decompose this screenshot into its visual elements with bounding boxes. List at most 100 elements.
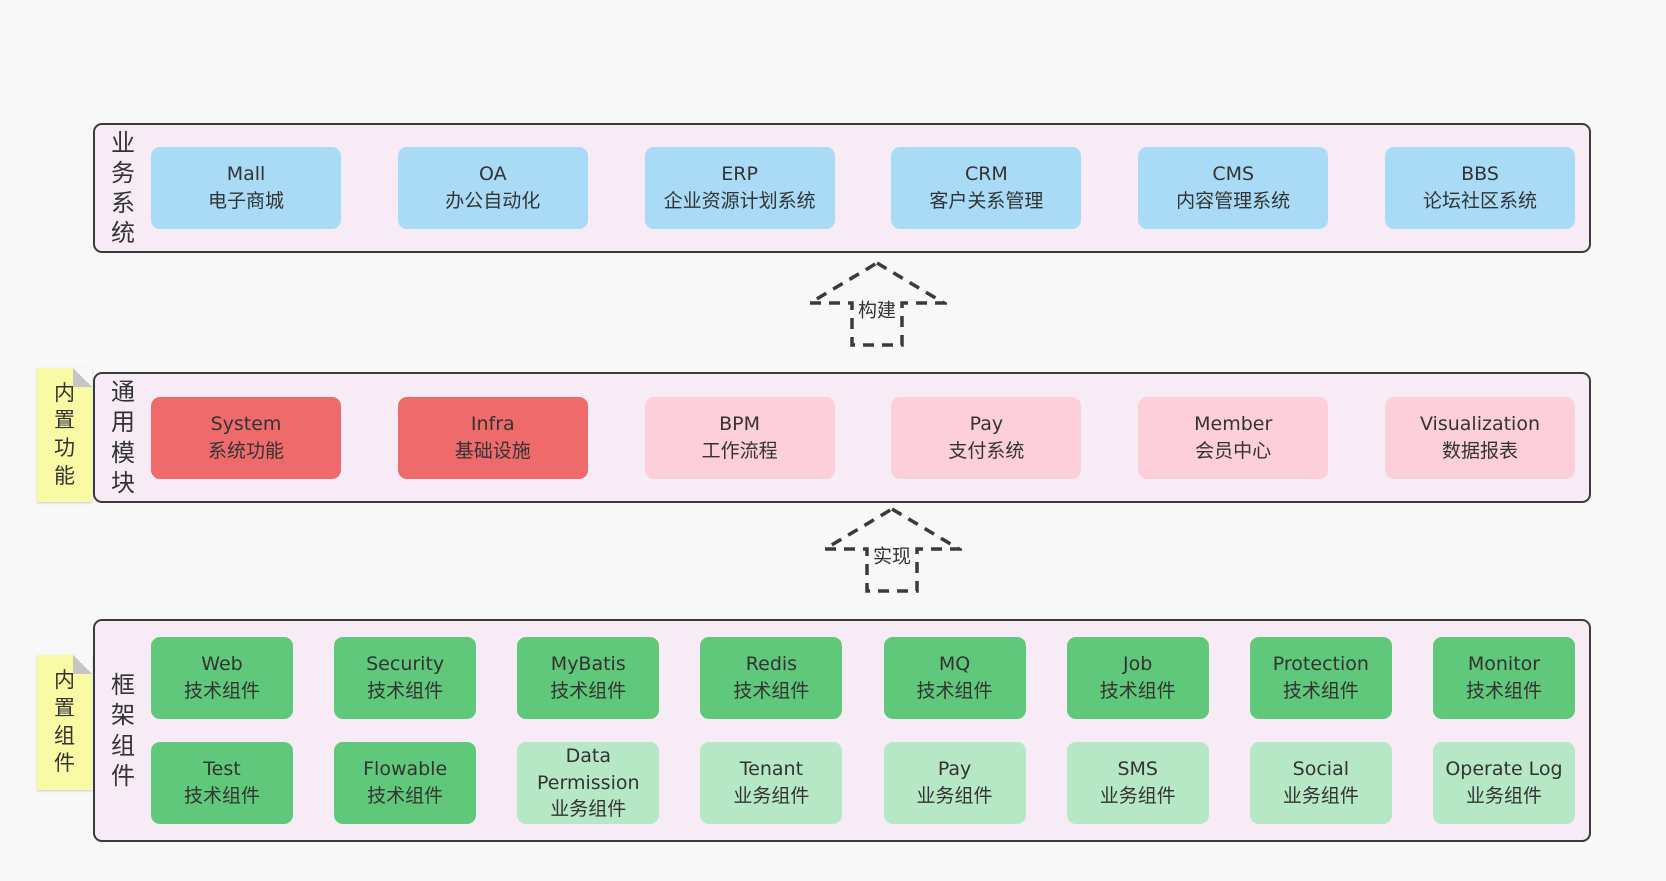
box-subtitle: 支付系统 — [948, 439, 1025, 462]
box-title: Security — [366, 653, 445, 676]
box-flowable: Flowable 技术组件 — [334, 742, 477, 824]
common-modules-rows: System 系统功能 Infra 基础设施 BPM 工作流程 Pay 支付系统 Member 会… — [151, 396, 1589, 479]
box-title: SMS — [1117, 758, 1158, 781]
box-security: Security 技术组件 — [334, 637, 477, 719]
box-row: System 系统功能 Infra 基础设施 BPM 工作流程 Pay 支付系统 Member 会… — [151, 396, 1575, 479]
box-title: Protection — [1272, 653, 1369, 676]
panel-label-text: 业务系统 — [111, 128, 135, 248]
box-protection: Protection 技术组件 — [1249, 637, 1392, 719]
box-title: BPM — [719, 412, 761, 435]
box-subtitle: 内容管理系统 — [1176, 190, 1291, 212]
box-pay: Pay 业务组件 — [883, 742, 1026, 824]
box-title: Visualization — [1419, 412, 1540, 435]
box-subtitle: 论坛社区系统 — [1422, 190, 1537, 212]
sticky-note-built-in-features: 内置功能 — [37, 368, 92, 502]
box-subtitle: 技术组件 — [367, 680, 444, 702]
box-mybatis: MyBatis 技术组件 — [517, 637, 660, 719]
box-title: Pay — [937, 758, 972, 781]
box-title: Flowable — [363, 758, 448, 781]
box-subtitle: 技术组件 — [1282, 680, 1359, 702]
panel-label: 业务系统 — [95, 128, 151, 249]
box-system: System 系统功能 — [151, 396, 341, 479]
box-monitor: Monitor 技术组件 — [1432, 637, 1575, 719]
box-test: Test 技术组件 — [151, 742, 293, 824]
box-title: Test — [203, 758, 241, 781]
box-title: Member — [1194, 412, 1273, 435]
box-title: MyBatis — [550, 653, 626, 676]
box-infra: Infra 基础设施 — [397, 396, 588, 479]
box-subtitle: 技术组件 — [733, 680, 810, 702]
panel-label-text: 通用模块 — [111, 378, 135, 497]
box-job: Job 技术组件 — [1066, 637, 1209, 719]
box-subtitle: 业务组件 — [733, 785, 810, 807]
box-cms: CMS 内容管理系统 — [1138, 147, 1329, 229]
box-pay: Pay 支付系统 — [891, 396, 1082, 479]
sticky-note-text: 内置组件 — [53, 668, 75, 776]
box-subtitle: 技术组件 — [550, 680, 627, 702]
box-subtitle: 技术组件 — [1099, 680, 1176, 702]
box-erp: ERP 企业资源计划系统 — [644, 147, 835, 229]
box-title: Tenant — [739, 758, 804, 781]
box-bbs: BBS 论坛社区系统 — [1384, 147, 1575, 229]
sticky-note-built-in-components: 内置组件 — [37, 655, 92, 790]
box-title: Mall — [226, 163, 266, 186]
implement-arrow: 实现 — [822, 506, 962, 594]
folded-corner — [73, 368, 92, 387]
box-title: ERP — [721, 163, 758, 186]
box-tenant: Tenant 业务组件 — [700, 742, 843, 824]
box-title: BBS — [1461, 163, 1499, 186]
folded-corner — [73, 655, 92, 674]
box-title: CRM — [964, 163, 1008, 186]
box-subtitle: 技术组件 — [1465, 680, 1542, 702]
box-oa: OA 办公自动化 — [397, 147, 588, 229]
box-title: Monitor — [1467, 653, 1541, 676]
box-visualization: Visualization 数据报表 — [1384, 396, 1575, 479]
box-subtitle: 企业资源计划系统 — [663, 190, 816, 212]
box-title: Social — [1292, 758, 1350, 781]
box-subtitle: 会员中心 — [1195, 439, 1272, 462]
box-title: Pay — [969, 412, 1004, 435]
box-title: CMS — [1212, 163, 1255, 186]
box-subtitle: 技术组件 — [916, 680, 993, 702]
box-subtitle: 客户关系管理 — [929, 190, 1044, 212]
box-subtitle: 办公自动化 — [445, 190, 541, 212]
box-title: OA — [478, 163, 507, 186]
box-title: Infra — [470, 412, 515, 435]
sticky-note-text: 内置功能 — [53, 380, 75, 488]
box-subtitle: 技术组件 — [183, 680, 260, 702]
box-subtitle: 基础设施 — [454, 439, 531, 462]
box-subtitle: 系统功能 — [207, 439, 284, 462]
box-member: Member 会员中心 — [1138, 396, 1329, 479]
arrow-label: 实现 — [868, 540, 916, 570]
common-modules-panel: 通用模块 System 系统功能 Infra 基础设施 BPM 工作流程 Pay 支付系统 Me… — [93, 372, 1591, 503]
box-title: Redis — [745, 653, 798, 676]
box-title: Job — [1123, 653, 1153, 676]
box-redis: Redis 技术组件 — [700, 637, 843, 719]
box-social: Social 业务组件 — [1249, 742, 1392, 824]
panel-label-text: 框架组件 — [111, 671, 135, 790]
box-sms: SMS 业务组件 — [1066, 742, 1209, 824]
box-subtitle: 数据报表 — [1441, 439, 1518, 462]
box-subtitle: 业务组件 — [1099, 785, 1176, 807]
box-crm: CRM 客户关系管理 — [891, 147, 1082, 229]
box-title: Operate Log — [1445, 758, 1563, 781]
arrow-label: 构建 — [853, 294, 901, 324]
box-subtitle: 业务组件 — [550, 798, 627, 821]
box-subtitle: 技术组件 — [367, 785, 444, 807]
box-subtitle: 业务组件 — [1282, 785, 1359, 807]
box-subtitle: 业务组件 — [916, 785, 993, 807]
box-title: System — [210, 412, 282, 435]
box-subtitle: 工作流程 — [701, 439, 778, 462]
box-subtitle: 技术组件 — [183, 785, 260, 807]
